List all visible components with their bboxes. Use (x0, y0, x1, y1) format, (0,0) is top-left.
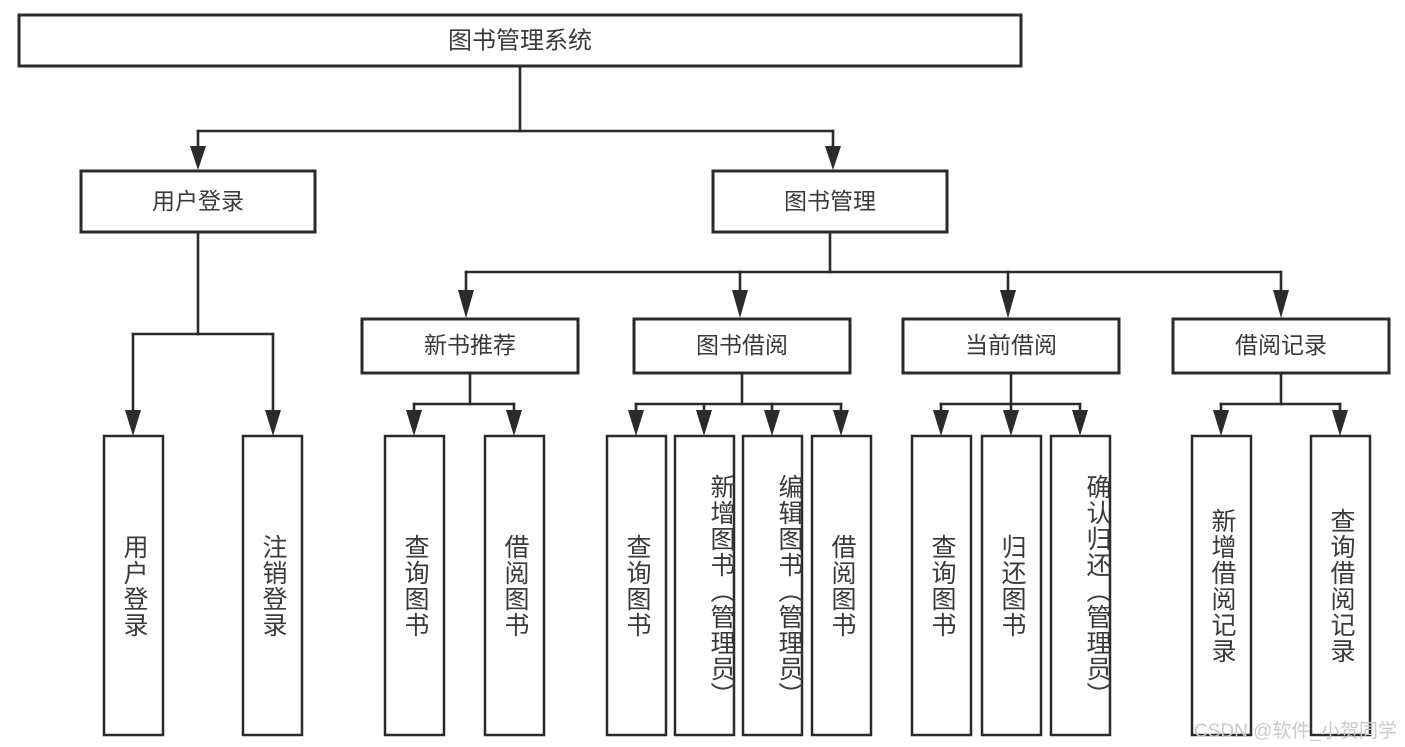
leaf-box-new-book-recommend-2[interactable] (483, 434, 546, 737)
leaf-box-user-login-1[interactable] (102, 434, 165, 737)
node-book-manage[interactable]: 图书管理 (711, 169, 949, 234)
arrow-head-level3-2 (732, 290, 748, 318)
arrow-head-bb-leaf-1 (628, 410, 644, 436)
connector-new-book-recommend-to-leaves (406, 371, 522, 436)
arrow-head-bb-leaf-4 (833, 410, 849, 436)
arrow-head-book-manage (825, 146, 841, 170)
arrow-head-user-login-leaf-2 (265, 410, 281, 436)
arrow-head-user-login (190, 146, 206, 170)
leaf-box-current-borrow-2[interactable] (980, 434, 1043, 737)
connector-borrow-record-to-leaves (1213, 371, 1348, 436)
connector-current-borrow-to-leaves (933, 371, 1088, 436)
arrow-head-br-leaf-2 (1332, 410, 1348, 436)
node-current-borrow[interactable]: 当前借阅 (901, 317, 1121, 375)
book-borrow-box[interactable] (632, 317, 852, 375)
leaf-box-book-borrow-2[interactable] (673, 434, 736, 737)
node-user-login[interactable]: 用户登录 (79, 169, 317, 234)
leaf-box-borrow-record-2[interactable] (1309, 434, 1372, 737)
node-root[interactable]: 图书管理系统 (17, 13, 1023, 68)
leaf-box-user-login-2[interactable] (241, 434, 304, 737)
new-book-recommend-label: 新书推荐 (424, 332, 516, 358)
root-label: 图书管理系统 (448, 27, 592, 54)
borrow-record-box[interactable] (1171, 317, 1391, 375)
connector-user-login-to-leaves (125, 230, 281, 436)
connector-book-manage-to-level3 (458, 230, 1289, 318)
arrow-head-cb-leaf-3 (1072, 410, 1088, 436)
leaf-box-book-borrow-4[interactable] (810, 434, 873, 737)
leaf-box-current-borrow-3[interactable] (1049, 434, 1112, 737)
leaf-box-book-borrow-1[interactable] (605, 434, 668, 737)
arrow-head-bb-leaf-2 (696, 410, 712, 436)
arrow-head-bb-leaf-3 (764, 410, 780, 436)
arrow-head-nbr-leaf-2 (506, 410, 522, 436)
connector-root-to-level2 (190, 64, 841, 170)
arrow-head-cb-leaf-1 (933, 410, 949, 436)
node-new-book-recommend[interactable]: 新书推荐 (360, 317, 580, 375)
arrow-head-level3-4 (1273, 290, 1289, 318)
node-book-borrow[interactable]: 图书借阅 (632, 317, 852, 375)
book-manage-box[interactable] (711, 169, 949, 234)
leaf-box-current-borrow-1[interactable] (910, 434, 973, 737)
csdn-watermark: CSDN @软件_小贺同学 (1194, 721, 1397, 742)
leaf-box-new-book-recommend-1[interactable] (383, 434, 446, 737)
book-borrow-label: 图书借阅 (696, 332, 788, 358)
leaf-box-book-borrow-3[interactable] (741, 434, 804, 737)
book-manage-label: 图书管理 (784, 188, 876, 214)
leaf-box-borrow-record-1[interactable] (1190, 434, 1253, 737)
arrow-head-user-login-leaf-1 (125, 410, 141, 436)
arrow-head-level3-1 (458, 290, 474, 318)
root-box[interactable] (17, 13, 1023, 68)
arrow-head-cb-leaf-2 (1003, 410, 1019, 436)
current-borrow-label: 当前借阅 (965, 332, 1057, 358)
user-login-label: 用户登录 (152, 188, 244, 214)
arrow-head-nbr-leaf-1 (406, 410, 422, 436)
arrow-head-br-leaf-1 (1213, 410, 1229, 436)
node-borrow-record[interactable]: 借阅记录 (1171, 317, 1391, 375)
borrow-record-label: 借阅记录 (1235, 332, 1327, 358)
connector-book-borrow-to-leaves (628, 371, 849, 436)
new-book-recommend-box[interactable] (360, 317, 580, 375)
arrow-head-level3-3 (1000, 290, 1016, 318)
current-borrow-box[interactable] (901, 317, 1121, 375)
